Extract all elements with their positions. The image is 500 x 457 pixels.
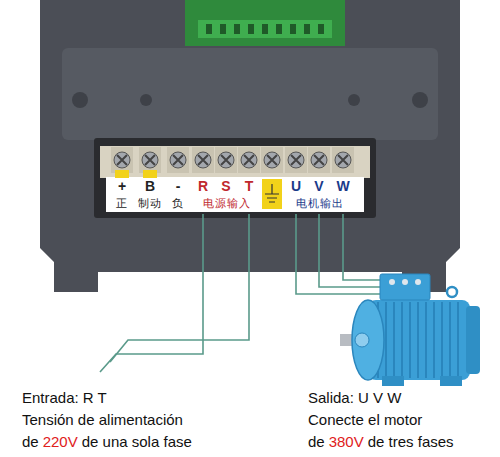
screw (261, 147, 283, 173)
caption-text: Conecte el motor (308, 411, 422, 429)
caption-line: de380Vde tres fases (308, 433, 458, 451)
ground-symbol (265, 184, 279, 202)
caption-text: Entrada: R T (22, 389, 107, 407)
caption-text: de (22, 433, 39, 451)
caption-line: Salida: U V W (308, 389, 405, 407)
label-sticker (106, 177, 364, 212)
caption-line: de220Vde una sola fase (22, 433, 196, 451)
caption-text: de una sola fase (82, 433, 192, 451)
terminal-label: T (245, 179, 254, 193)
caption-line: Tensión de alimentación (22, 411, 187, 429)
caption-text: Tensión de alimentación (22, 411, 183, 429)
pcb-terminals (198, 20, 332, 38)
terminal-label: + (118, 179, 126, 193)
output-wire (296, 214, 380, 294)
terminal-label: V (314, 179, 323, 193)
ground-sticker (262, 179, 282, 209)
caption-line: Entrada: R T (22, 389, 111, 407)
output-wire (343, 214, 380, 280)
terminal-label: B (145, 179, 155, 193)
output-wire (319, 214, 380, 287)
pcb (185, 0, 345, 46)
caption-text: de (308, 433, 325, 451)
terminal-description: 电机输出 (296, 198, 344, 209)
caption-text: 380V (329, 433, 364, 451)
boss (348, 94, 360, 106)
terminal-label: - (176, 179, 181, 193)
screw (111, 147, 133, 173)
boss (412, 92, 428, 108)
motor (340, 274, 480, 386)
terminal-label: S (221, 179, 230, 193)
terminal-label: W (336, 179, 349, 193)
screw (139, 147, 161, 173)
pcb-screws (206, 24, 324, 34)
screw (167, 147, 189, 173)
yellow-tag (143, 170, 157, 178)
screw (192, 147, 214, 173)
boss (140, 94, 152, 106)
terminal-description: 电源输入 (203, 198, 251, 209)
screw (238, 147, 260, 173)
cavity (62, 48, 438, 140)
input-wire (110, 214, 249, 362)
caption-text: de tres fases (368, 433, 454, 451)
boss (72, 92, 88, 108)
terminal-label: U (291, 179, 301, 193)
terminal-strip (100, 146, 370, 178)
terminal-label: R (198, 179, 208, 193)
caption-text: 220V (43, 433, 78, 451)
terminal-description: 正 (116, 198, 128, 209)
input-wire (100, 214, 203, 372)
housing (40, 0, 460, 292)
screw (285, 147, 307, 173)
screw (308, 147, 330, 173)
terminal-description: 负 (172, 198, 184, 209)
terminal-description: 制动 (138, 198, 162, 209)
caption-line: Conecte el motor (308, 411, 426, 429)
caption-text: Salida: U V W (308, 389, 401, 407)
screw (332, 147, 354, 173)
yellow-tag (115, 170, 129, 178)
terminal-block (94, 138, 376, 218)
screw (215, 147, 237, 173)
